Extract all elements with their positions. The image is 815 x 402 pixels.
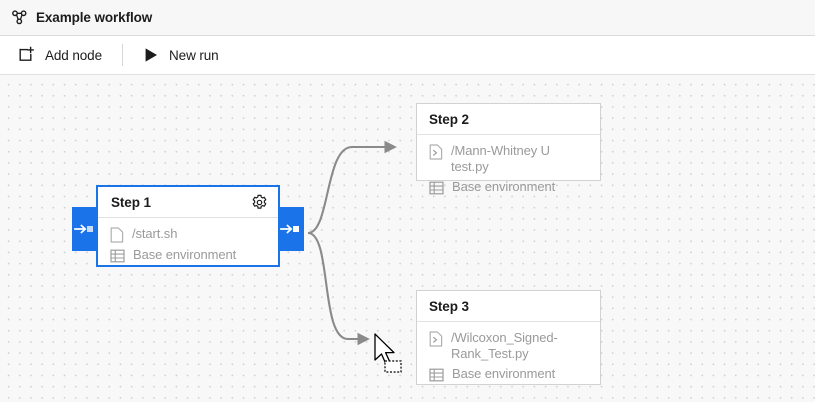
script-file-icon [429, 144, 443, 160]
title-bar: Example workflow [0, 0, 815, 36]
edge-step1-step2 [307, 140, 397, 235]
node-step3-row-env: Base environment [429, 366, 590, 383]
node-step2-header: Step 2 [417, 104, 600, 135]
edge-step1-step3 [307, 231, 370, 346]
gear-icon[interactable] [251, 194, 268, 211]
node-step3[interactable]: Step 3 /Wilcoxon_Signed-Rank_Test.py [416, 290, 601, 385]
environment-icon [110, 248, 125, 264]
node-step1-title: Step 1 [111, 194, 151, 210]
node-step1-row-file: /start.sh [110, 226, 268, 243]
node-step1-body: /start.sh Base environment [98, 218, 278, 272]
node-step1-env-text: Base environment [133, 247, 237, 262]
drag-copy-cursor [373, 333, 407, 380]
toolbar: Add node New run [0, 36, 815, 75]
add-node-icon [18, 46, 36, 64]
node-step2-row-file: /Mann-Whitney U test.py [429, 143, 590, 175]
add-node-label: Add node [45, 47, 103, 63]
node-step2-row-env: Base environment [429, 179, 590, 196]
node-step2-file-text: /Mann-Whitney U test.py [451, 143, 550, 174]
node-step1[interactable]: Step 1 /start.sh [72, 185, 304, 267]
play-icon [142, 46, 160, 64]
node-step1-file-text: /start.sh [132, 226, 178, 241]
environment-icon [429, 367, 444, 383]
node-step2-env-text: Base environment [452, 179, 556, 194]
node-step3-row-file: /Wilcoxon_Signed-Rank_Test.py [429, 330, 590, 362]
workflow-canvas[interactable]: Step 1 /start.sh [0, 75, 815, 402]
new-run-button[interactable]: New run [136, 41, 225, 69]
node-step1-output-handle[interactable] [278, 207, 304, 251]
node-step1-header: Step 1 [98, 187, 278, 218]
add-node-button[interactable]: Add node [12, 41, 108, 69]
node-step3-body: /Wilcoxon_Signed-Rank_Test.py Base envir… [417, 322, 600, 391]
node-step3-file-text: /Wilcoxon_Signed-Rank_Test.py [451, 330, 558, 361]
node-step1-input-handle[interactable] [72, 207, 98, 251]
script-file-icon [429, 331, 443, 347]
node-step2-title: Step 2 [429, 111, 469, 127]
node-step3-env-text: Base environment [452, 366, 556, 381]
node-step3-title: Step 3 [429, 298, 469, 314]
node-step2[interactable]: Step 2 /Mann-Whitney U test.py [416, 103, 601, 195]
node-step3-header: Step 3 [417, 291, 600, 322]
new-run-label: New run [169, 47, 219, 63]
page-title: Example workflow [36, 10, 153, 25]
node-step2-body: /Mann-Whitney U test.py Base environment [417, 135, 600, 204]
toolbar-divider [122, 44, 124, 66]
file-icon [110, 227, 124, 243]
environment-icon [429, 180, 444, 196]
workflow-graph-icon [11, 9, 28, 26]
node-step1-row-env: Base environment [110, 247, 268, 264]
